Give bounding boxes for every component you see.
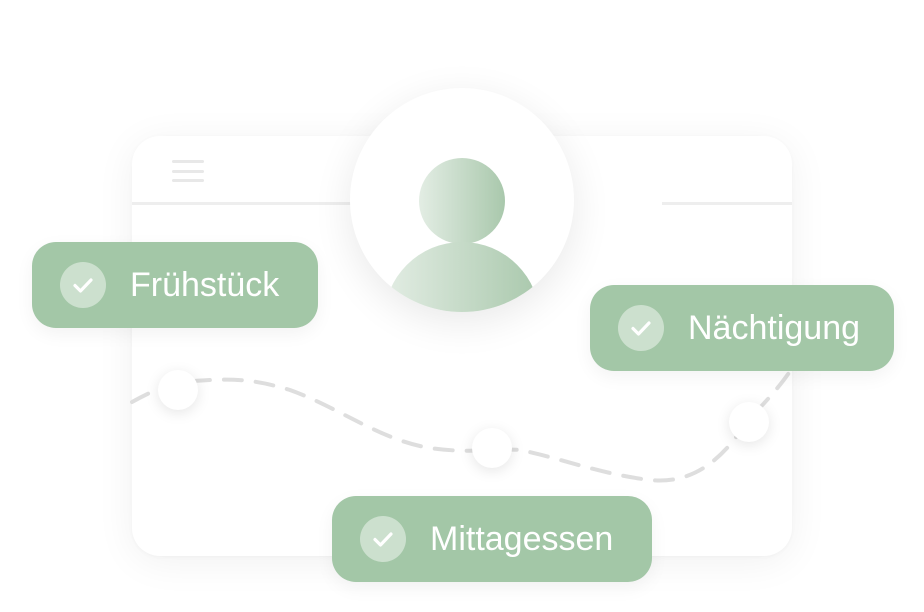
user-avatar-icon [350, 88, 574, 312]
tag-label: Frühstück [130, 265, 280, 304]
avatar-head [419, 158, 505, 244]
tag-naechtigung[interactable]: Nächtigung [590, 285, 894, 371]
header-divider [132, 202, 362, 205]
tag-label: Nächtigung [688, 308, 861, 347]
timeline-node [729, 402, 769, 442]
header-divider [662, 202, 792, 205]
check-circle-icon [618, 305, 664, 351]
hamburger-menu-icon[interactable] [172, 160, 204, 182]
tag-fruehstueck[interactable]: Frühstück [32, 242, 318, 328]
tag-mittagessen[interactable]: Mittagessen [332, 496, 652, 582]
check-circle-icon [60, 262, 106, 308]
timeline-node [158, 370, 198, 410]
timeline-node [472, 428, 512, 468]
check-circle-icon [360, 516, 406, 562]
tag-label: Mittagessen [430, 519, 614, 558]
avatar-body [384, 242, 540, 312]
